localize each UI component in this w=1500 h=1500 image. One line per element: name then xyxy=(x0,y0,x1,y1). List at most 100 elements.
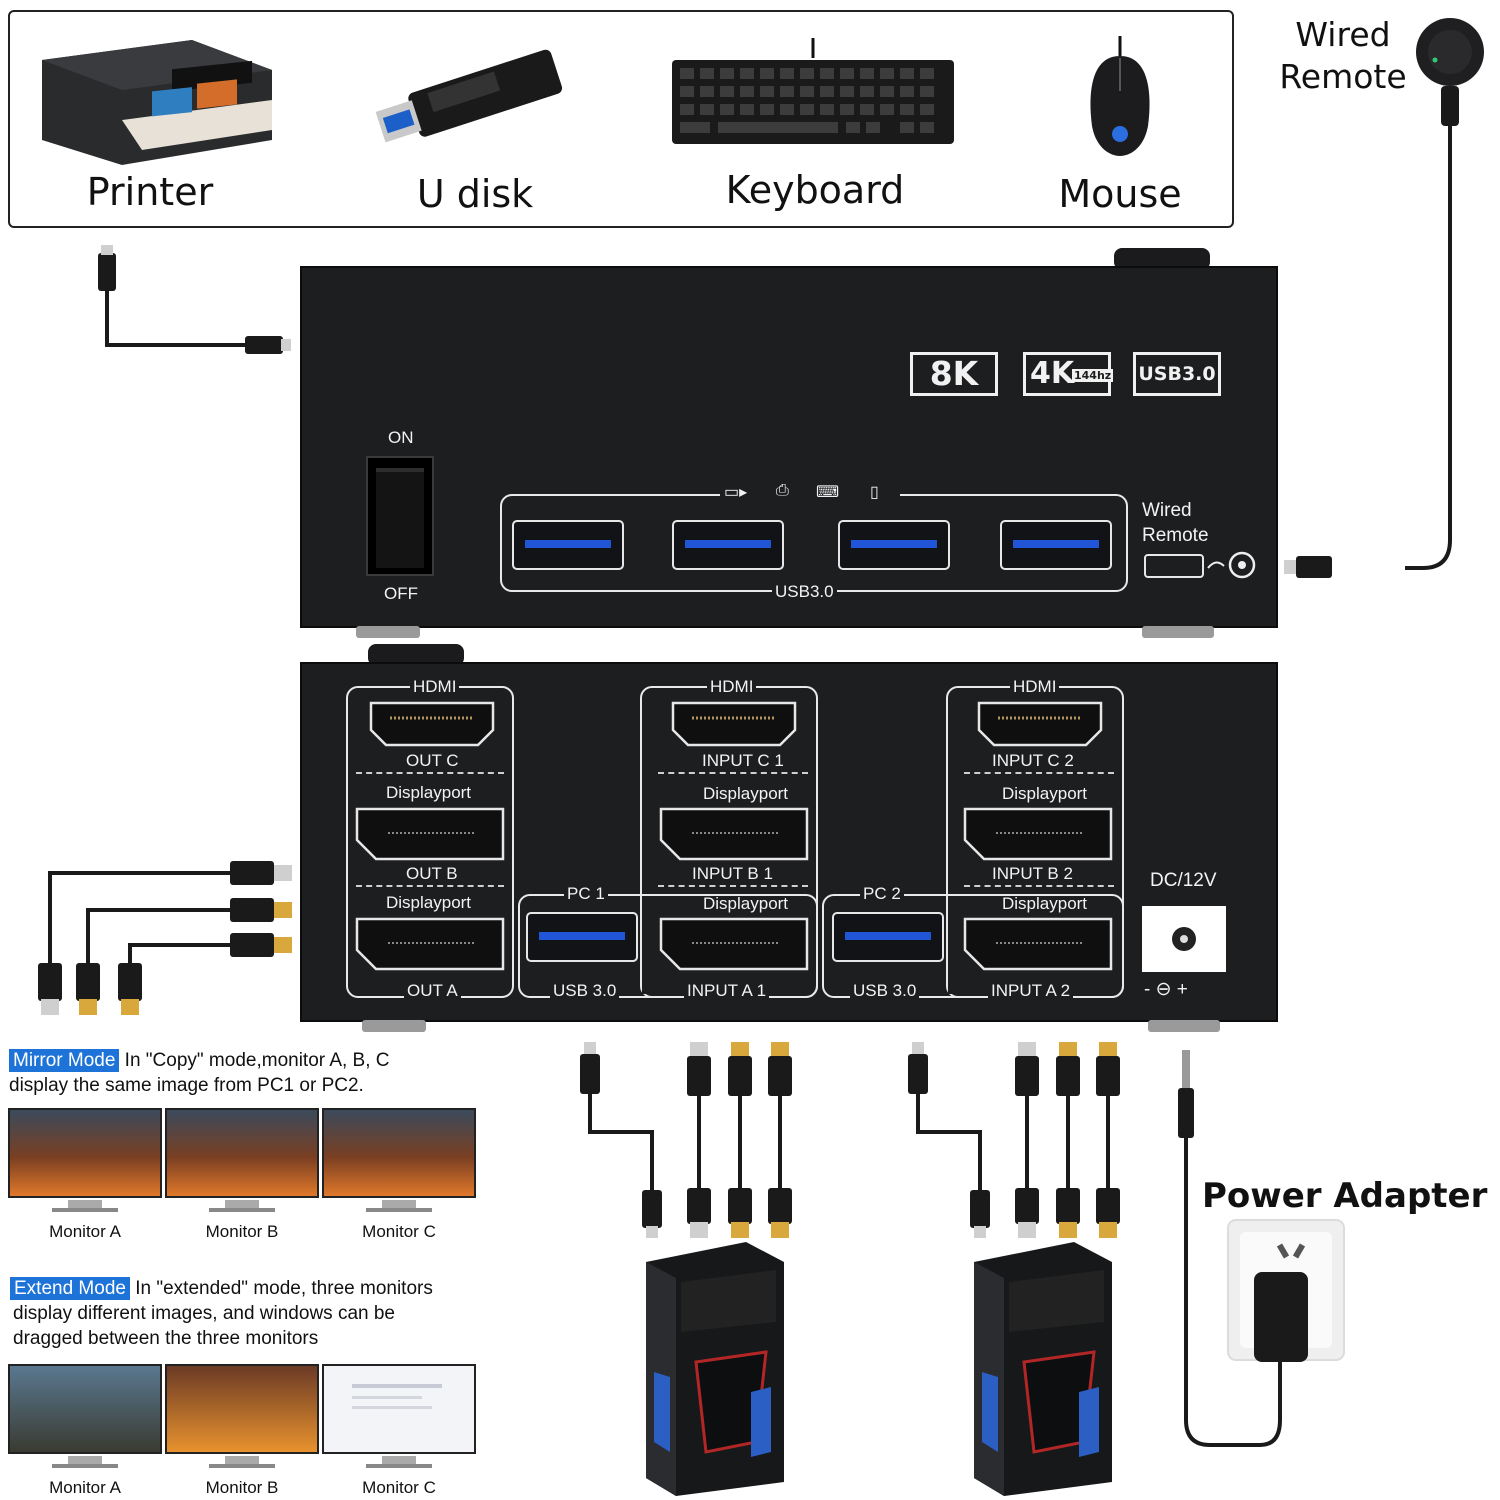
remote-cable-plug xyxy=(1284,556,1332,578)
in2-hdmi-label: HDMI xyxy=(1010,677,1060,697)
input-a2-label: INPUT A 2 xyxy=(988,981,1074,1001)
input-c2-label: INPUT C 2 xyxy=(992,751,1074,770)
input-c1-hdmi-port[interactable] xyxy=(670,700,798,748)
power-on-label: ON xyxy=(388,428,414,447)
keyboard-label: Keyboard xyxy=(725,168,905,212)
in2-dp1-label: Displayport xyxy=(1002,784,1088,803)
dc-polarity: - ⊖ + xyxy=(1144,979,1188,1000)
wired-remote-image xyxy=(1405,18,1484,570)
usb-icons-row: ▭▸ ⎙ ⌨ ▯ xyxy=(720,482,900,504)
input-a2-dp-port[interactable] xyxy=(962,916,1114,972)
pc1-usb-port[interactable] xyxy=(526,912,638,962)
pc2-label: PC 2 xyxy=(860,884,904,904)
usb-port-4[interactable] xyxy=(1000,520,1112,570)
pc2-frame-mask xyxy=(948,896,964,994)
badge-8k: 8K xyxy=(910,352,998,396)
pc1-label: PC 1 xyxy=(564,884,608,904)
usb-port-1[interactable] xyxy=(512,520,624,570)
pc1-group-frame xyxy=(518,894,818,998)
out-dp1-label: Displayport xyxy=(386,783,472,802)
in2-divider-1 xyxy=(964,772,1114,774)
mouse-icon: ▯ xyxy=(870,484,879,501)
switch-knob-top xyxy=(1114,248,1210,270)
peripherals-frame xyxy=(8,10,1234,228)
input-b1-label: INPUT B 1 xyxy=(692,864,773,883)
switch-remote-label: Wired Remote xyxy=(1142,498,1209,548)
in1-dp2-label: Displayport xyxy=(703,894,789,913)
extend-text-line2: display different images, and windows ca… xyxy=(13,1303,395,1324)
out-divider-2 xyxy=(356,885,504,887)
in2-dp2-label: Displayport xyxy=(1002,894,1088,913)
mirror-text-line1: In "Copy" mode,monitor A, B, C xyxy=(119,1050,390,1071)
printer-icon: ⎙ xyxy=(776,482,789,499)
pc1-tower-image xyxy=(646,1242,784,1496)
wired-remote-line1: Wired xyxy=(1295,15,1391,54)
foot-back-right xyxy=(1148,1020,1220,1032)
printer-label: Printer xyxy=(86,170,214,214)
dc-label: DC/12V xyxy=(1150,870,1217,891)
pc2-tower-image xyxy=(974,1242,1112,1496)
input-b1-dp-port[interactable] xyxy=(658,806,810,862)
extend-text-line3: dragged between the three monitors xyxy=(13,1328,319,1349)
mirror-monitor-c-label: Monitor C xyxy=(362,1222,436,1241)
extend-monitor-c-label: Monitor C xyxy=(362,1478,436,1497)
out-c-hdmi-port[interactable] xyxy=(368,700,496,748)
badge-4k-hz: 144hz xyxy=(1072,369,1114,382)
out-divider-1 xyxy=(356,772,504,774)
usb-port-3[interactable] xyxy=(838,520,950,570)
foot-back-left xyxy=(362,1020,426,1032)
output-cables xyxy=(38,861,292,1015)
remote-port-symbol-icon xyxy=(1207,551,1256,579)
udisk-icon: ▭▸ xyxy=(724,484,748,501)
switch-remote-line2: Remote xyxy=(1142,525,1209,546)
printer-image xyxy=(42,40,272,165)
pc2-usb-label: USB 3.0 xyxy=(850,981,920,1001)
mirror-mode-tag: Mirror Mode xyxy=(9,1049,120,1072)
out-c-label: OUT C xyxy=(406,751,459,770)
badge-4k: 4K 144hz xyxy=(1023,352,1114,396)
input-b2-dp-port[interactable] xyxy=(962,806,1114,862)
switch-knob-back xyxy=(368,644,464,666)
usb-drive-image xyxy=(375,49,563,143)
input-b2-label: INPUT B 2 xyxy=(992,864,1073,883)
in1-hdmi-label: HDMI xyxy=(707,677,757,697)
power-switch[interactable] xyxy=(366,456,434,576)
extend-monitor-a-label: Monitor A xyxy=(49,1478,121,1497)
pc2-usb-port[interactable] xyxy=(832,912,944,962)
pc1-cables xyxy=(580,1042,792,1238)
remote-port[interactable] xyxy=(1144,554,1204,578)
mirror-monitor-a-label: Monitor A xyxy=(49,1222,121,1241)
power-adapter-title: Power Adapter xyxy=(1202,1176,1488,1216)
in2-divider-2 xyxy=(964,885,1114,887)
out-dp2-label: Displayport xyxy=(386,893,472,912)
mouse-image xyxy=(1090,36,1150,156)
in1-divider-1 xyxy=(658,772,808,774)
badge-usb3: USB3.0 xyxy=(1133,352,1221,396)
pc2-group-frame xyxy=(822,894,1124,998)
badge-4k-text: 4K xyxy=(1030,356,1075,391)
input-a1-label: INPUT A 1 xyxy=(684,981,770,1001)
extend-text-line1: In "extended" mode, three monitors xyxy=(129,1278,433,1299)
keyboard-image xyxy=(672,38,954,144)
pc2-cables xyxy=(908,1042,1120,1238)
foot-left xyxy=(356,626,420,638)
input-c2-hdmi-port[interactable] xyxy=(976,700,1104,748)
dc-jack[interactable] xyxy=(1142,906,1226,972)
pc1-usb-label: USB 3.0 xyxy=(550,981,620,1001)
keyboard-icon: ⌨ xyxy=(816,484,840,501)
udisk-label: U disk xyxy=(416,172,534,216)
extend-mode-block: Extend Mode In "extended" mode, three mo… xyxy=(10,1276,480,1351)
in1-dp1-label: Displayport xyxy=(703,784,789,803)
input-a1-dp-port[interactable] xyxy=(658,916,810,972)
mouse-label: Mouse xyxy=(1058,172,1182,216)
foot-right xyxy=(1142,626,1214,638)
out-b-dp-port[interactable] xyxy=(354,806,506,862)
usb-port-2[interactable] xyxy=(672,520,784,570)
mirror-mode-block: Mirror Mode In "Copy" mode,monitor A, B,… xyxy=(9,1048,449,1098)
out-a-label: OUT A xyxy=(404,981,461,1001)
pc1-frame-mask xyxy=(642,896,658,994)
switch-remote-line1: Wired xyxy=(1142,500,1192,521)
mirror-text-line2: display the same image from PC1 or PC2. xyxy=(9,1075,364,1096)
out-a-dp-port[interactable] xyxy=(354,916,506,972)
out-hdmi-label: HDMI xyxy=(410,677,460,697)
